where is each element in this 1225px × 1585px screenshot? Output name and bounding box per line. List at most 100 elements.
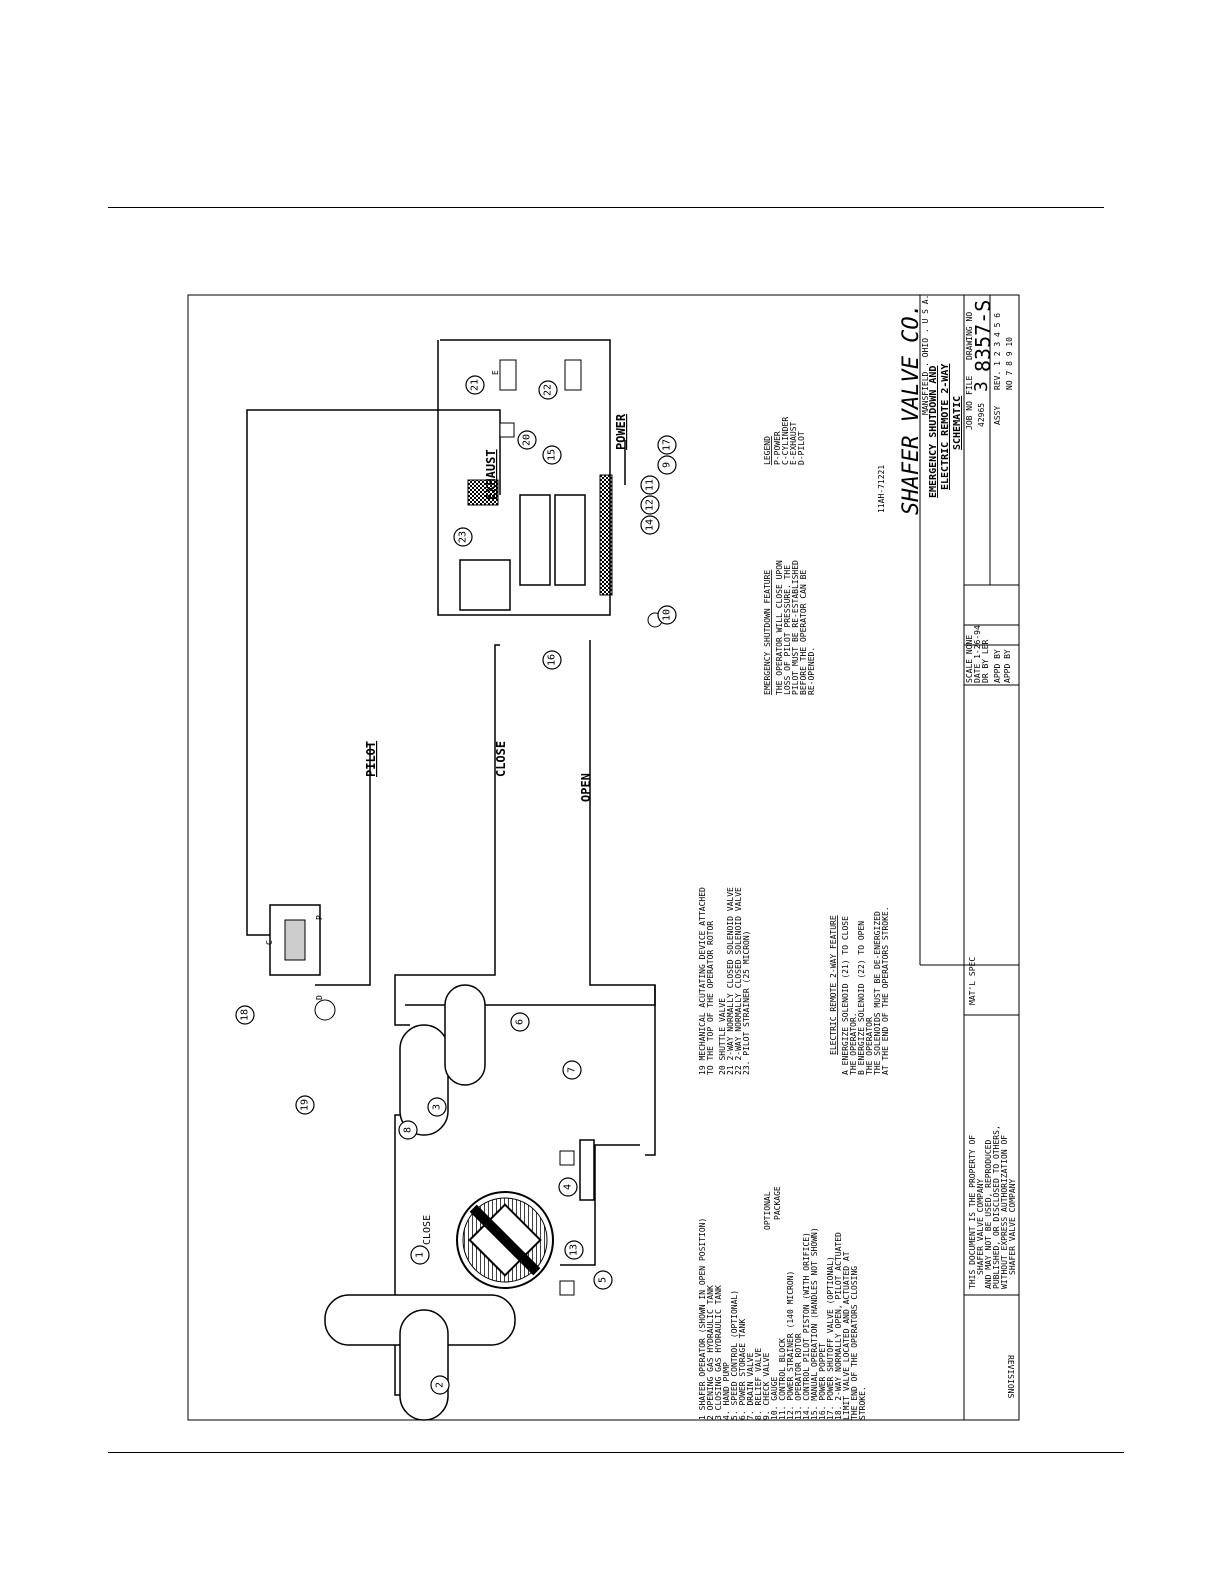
balloon-22-text: 22 xyxy=(543,384,554,396)
balloon-10-text: 10 xyxy=(662,609,673,621)
close-arrow-label: CLOSE xyxy=(422,1215,433,1245)
balloon-13 xyxy=(564,1240,584,1260)
company-name: SHAFER VALVE CO. xyxy=(899,303,924,515)
balloon-19 xyxy=(295,1095,315,1115)
closing-tank-body xyxy=(399,1024,449,1136)
drawing-border xyxy=(187,294,1020,1421)
exhaust-label: EXHAUST xyxy=(484,449,498,500)
remote-line-1: THE OPERATOR. xyxy=(849,1012,858,1075)
balloon-10 xyxy=(657,605,677,625)
parts-1-line-9: 10. GAUGE xyxy=(770,1376,779,1420)
title-block: REVISIONS MAT'L SPEC THIS DOCUMENT IS TH… xyxy=(877,295,1019,1420)
property-line-4: PUBLISHED, OR DISCLOSED TO OTHERS, xyxy=(992,1125,1001,1289)
parts-1-line-0: 1 SHAFER OPERATOR (SHOWN IN OPEN POSITIO… xyxy=(698,1218,707,1420)
balloon-15 xyxy=(542,445,562,465)
balloon-19-text: 19 xyxy=(300,1099,311,1111)
balloon-20 xyxy=(517,430,537,450)
balloon-2 xyxy=(430,1375,450,1395)
parts-list-1: 1 SHAFER OPERATOR (SHOWN IN OPEN POSITIO… xyxy=(698,1218,867,1420)
parts-1-line-18: LIMIT VALVE LOCATED AND ACTUATED AT xyxy=(842,1251,851,1420)
drawing-no: 8357-S xyxy=(971,300,995,372)
speed-control-1 xyxy=(559,1150,575,1166)
balloon-9-text: 9 xyxy=(662,462,673,468)
revisions-label: REVISIONS xyxy=(1006,1355,1015,1399)
control-pilot-piston xyxy=(519,494,551,586)
parts-1-line-13: 14. CONTROL PILOT PISTON (WITH ORIFICE) xyxy=(802,1232,811,1420)
pilot-label: PILOT xyxy=(364,741,378,777)
parts-2-line-5: 23. PILOT STRAINER (25 MICRON) xyxy=(742,931,751,1076)
power-label: POWER xyxy=(614,413,628,450)
port-p-label: P xyxy=(315,915,324,920)
remote-line-4: THE SOLENOIDS MUST BE DE-ENERGIZED xyxy=(873,911,882,1075)
legend-item-2: E-EXHAUST xyxy=(789,421,798,465)
balloon-17-text: 17 xyxy=(662,439,673,451)
balloon-21-text: 21 xyxy=(470,379,481,391)
emergency-line-1: LOSS OF PILOT PRESSURE. THE xyxy=(783,565,792,695)
title-line-1: EMERGENCY SHUTDOWN AND xyxy=(928,366,939,498)
balloon-6 xyxy=(510,1012,530,1032)
balloon-14-text: 14 xyxy=(645,519,656,531)
parts-1-line-3: 4. HAND PUMP xyxy=(722,1362,731,1420)
open-label: OPEN xyxy=(579,773,593,802)
drawing-no-label: DRAWING NO xyxy=(965,312,974,360)
parts-1-line-11: 12. POWER STRAINER (140 MICRON) xyxy=(786,1271,795,1420)
emergency-title: EMERGENCY SHUTDOWN FEATURE xyxy=(763,570,772,695)
solenoid-21 xyxy=(499,359,517,391)
parts-2-line-2: 20 SHUTTLE VALVE xyxy=(718,998,727,1075)
balloon-8-text: 8 xyxy=(403,1127,414,1133)
balloon-6-text: 6 xyxy=(515,1019,526,1025)
balloon-20-text: 20 xyxy=(522,434,533,446)
port-c-label: C xyxy=(265,940,274,945)
date-field: DATE 1-26-94 xyxy=(973,625,982,683)
balloon-7 xyxy=(562,1060,582,1080)
parts-list-2: 19 MECHANICAL ACUTATING DEVICE ATTACHED … xyxy=(698,887,751,1075)
legend: LEGEND P-POWER C-CYLINDER E-EXHAUST D-PI… xyxy=(763,417,806,465)
parts-1-line-10: 11. CONTROL BLOCK xyxy=(778,1338,787,1420)
property-line-3: AND MAY NOT BE USED, REPRODUCED xyxy=(984,1140,993,1289)
scale-field: SCALE NONE xyxy=(965,635,974,683)
balloon-23-text: 23 xyxy=(458,531,469,543)
balloon-labels: 1 2 3 4 5 6 7 8 9 10 11 12 13 14 15 16 1… xyxy=(240,379,673,1388)
remote-title: ELECTRIC REMOTE 2-WAY FEATURE xyxy=(829,915,838,1055)
balloon-5-text: 5 xyxy=(598,1277,609,1283)
shuttle-valve xyxy=(499,422,515,438)
opening-tank-body xyxy=(399,1309,449,1421)
balloon-3-text: 3 xyxy=(432,1104,443,1110)
balloon-2-text: 2 xyxy=(435,1382,446,1388)
remote-line-5: AT THE END OF THE OPERATORS STROKE. xyxy=(881,906,890,1075)
balloon-1-text: 1 xyxy=(415,1252,426,1258)
drawing-code: 11AH-71221 xyxy=(877,465,886,513)
package-label: PACKAGE xyxy=(773,1186,782,1220)
property-line-5: WITHOUT EXPRESS AUTHORIZATION OF xyxy=(1000,1135,1009,1289)
solenoid-22 xyxy=(564,359,582,391)
balloon-16-text: 16 xyxy=(547,654,558,666)
balloon-11 xyxy=(640,475,660,495)
balloon-21 xyxy=(465,375,485,395)
balloon-16 xyxy=(542,650,562,670)
title-line-3: SCHEMATIC xyxy=(952,396,963,450)
bottom-rule xyxy=(108,1452,1124,1453)
parts-1-line-12: 13. OPERATOR ROTOR xyxy=(794,1333,803,1420)
emergency-line-3: BEFORE THE OPERATOR CAN BE xyxy=(799,570,808,695)
property-line-2: SHAFER VALVE COMPANY xyxy=(976,1178,985,1275)
property-line-1: THIS DOCUMENT IS THE PROPERTY OF xyxy=(968,1135,977,1289)
job-no-label: JOB NO xyxy=(965,401,974,430)
balloon-3 xyxy=(427,1097,447,1117)
file-label: FILE xyxy=(965,376,974,395)
property-line-6: SHAFER VALVE COMPANY xyxy=(1008,1178,1017,1275)
remote-feature: ELECTRIC REMOTE 2-WAY FEATURE A ENERGIZE… xyxy=(829,906,890,1075)
legend-title: LEGEND xyxy=(763,436,772,465)
balloon-18-text: 18 xyxy=(240,1009,251,1021)
balloon-4 xyxy=(558,1177,578,1197)
emergency-line-4: RE-OPENED. xyxy=(807,647,816,695)
parts-1-line-16: 17. POWER SHUTOFF VALVE (OPTIONAL) xyxy=(826,1256,835,1420)
speed-control-2 xyxy=(559,1280,575,1296)
rotated-drawing: REVISIONS MAT'L SPEC THIS DOCUMENT IS TH… xyxy=(235,295,1019,1421)
shafer-operator xyxy=(456,1191,554,1289)
parts-2-line-3: 21 2-WAY NORMALLY CLOSED SOLENOID VALVE xyxy=(726,887,735,1075)
balloon-11-text: 11 xyxy=(645,479,656,491)
remote-line-0: A ENERGIZE SOLENOID (21) TO CLOSE xyxy=(841,916,850,1075)
balloon-15-text: 15 xyxy=(547,449,558,461)
port-d-label: D xyxy=(315,995,324,1000)
